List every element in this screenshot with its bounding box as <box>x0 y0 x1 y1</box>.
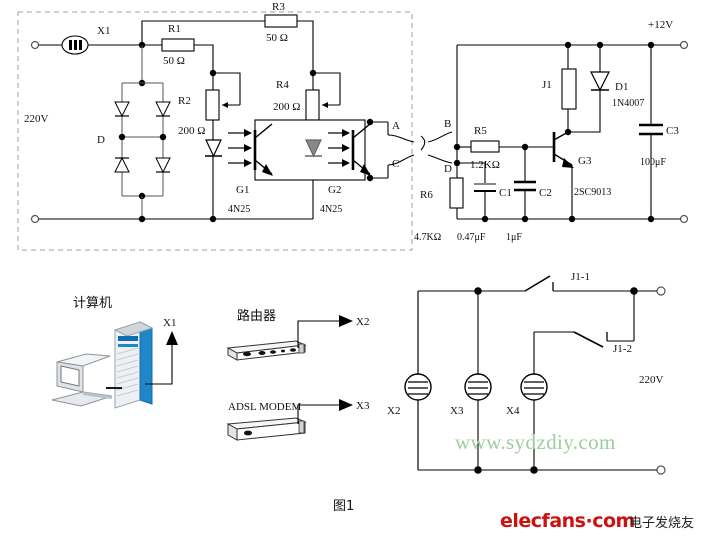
relay-contact-j1-2 <box>534 331 634 348</box>
modem-x3-label: X3 <box>356 400 370 412</box>
mains-220v-label: 220V <box>24 113 49 125</box>
brand-logo-latin: elecfans·com <box>500 510 635 532</box>
resistor-r4-value: 200 Ω <box>273 101 300 113</box>
break-squiggle <box>420 135 426 151</box>
wire-r1-to-r2 <box>194 44 214 73</box>
router-icon <box>226 340 307 361</box>
supply-12v-label: +12V <box>648 19 673 31</box>
router-x2-arrowhead <box>339 315 353 327</box>
modem-x3-arrowhead <box>339 399 353 411</box>
supply-terminal-positive <box>679 40 689 50</box>
wire-up-to-r3 <box>141 20 265 45</box>
transistor-g3 <box>521 131 574 219</box>
modem-icon <box>226 417 307 441</box>
wire-r3-to-r4 <box>297 20 314 73</box>
computer-x1-label: X1 <box>163 317 176 329</box>
outlet-x2-label: X2 <box>387 405 400 417</box>
modem-label: ADSL MODEM <box>228 401 301 413</box>
resistor-r1-ref: R1 <box>168 23 181 35</box>
capacitor-c1-ref: C1 <box>499 187 512 199</box>
optocoupler-g1 <box>205 119 366 219</box>
outlet-x2-symbol <box>404 291 432 470</box>
transistor-g3-value: 2SC9013 <box>574 187 611 198</box>
node-a-label: A <box>392 120 400 132</box>
outlet-220v-label: 220V <box>639 374 664 386</box>
junction-bottom-1 <box>138 215 146 223</box>
computer-x1-arrowhead <box>166 331 178 345</box>
diode-d1 <box>568 45 610 133</box>
optocoupler-g2-ref: G2 <box>328 184 341 196</box>
router-x2-label: X2 <box>356 316 369 328</box>
supply-terminal-ground <box>679 214 689 224</box>
computer-label: 计算机 <box>73 296 112 311</box>
laptop-icon <box>51 353 122 407</box>
resistor-r2-value: 200 Ω <box>178 125 205 137</box>
capacitor-c3 <box>639 45 663 219</box>
outlet-x3-symbol <box>464 291 492 470</box>
resistor-r3-value: 50 Ω <box>266 32 288 44</box>
optocoupler-g2 <box>305 118 389 182</box>
outlet-terminal-neutral <box>656 465 666 475</box>
diode-d1-value: 1N4007 <box>612 98 644 109</box>
potentiometer-r2 <box>205 72 241 150</box>
capacitor-c2-value: 1μF <box>506 232 522 243</box>
computer-x1-connector <box>145 345 173 385</box>
node-b-label: B <box>444 118 451 130</box>
relay-j1-ref: J1 <box>542 79 552 91</box>
optocoupler-g2-value: 4N25 <box>320 204 342 215</box>
resistor-r6-value: 4.7KΩ <box>414 232 441 243</box>
outlet-x4-label: X4 <box>506 405 520 417</box>
capacitor-c1-value: 0.47μF <box>457 232 486 243</box>
capacitor-c3-ref: C3 <box>666 125 679 137</box>
resistor-r4-ref: R4 <box>276 79 289 91</box>
router-x2-connector <box>297 320 343 348</box>
capacitor-c3-value: 100μF <box>640 157 666 168</box>
capacitor-c1 <box>457 162 496 219</box>
brand-logo-cn: 电子发烧友 <box>629 515 694 531</box>
bridge-rectifier-d <box>114 45 171 219</box>
optocoupler-g1-ref: G1 <box>236 184 249 196</box>
mains-terminal-live <box>30 40 40 50</box>
mains-terminal-neutral <box>30 214 40 224</box>
resistor-r3-body <box>264 14 298 28</box>
resistor-r1-value: 50 Ω <box>163 55 185 67</box>
computer-tower-icon <box>113 321 154 409</box>
resistor-r2-ref: R2 <box>178 95 191 107</box>
resistor-r1-body <box>161 38 195 52</box>
capacitor-c2 <box>514 147 536 219</box>
socket-x1-symbol <box>61 35 89 55</box>
resistor-r6-body <box>449 177 464 209</box>
outlet-x3-label: X3 <box>450 405 464 417</box>
capacitor-c2-ref: C2 <box>539 187 552 199</box>
node-d-label: D <box>444 163 452 175</box>
resistor-r6-ref: R6 <box>420 189 433 201</box>
resistor-r5-body <box>470 140 500 153</box>
diode-d1-ref: D1 <box>615 81 628 93</box>
relay-contact-j1-1 <box>524 275 554 292</box>
break-wire-b <box>427 131 453 143</box>
site-watermark: www.sydzdiy.com <box>455 430 616 454</box>
resistor-r5-ref: R5 <box>474 125 487 137</box>
break-wire-d <box>427 154 453 164</box>
router-label: 路由器 <box>237 308 276 324</box>
relay-j1-coil <box>561 68 577 110</box>
control-box-boundary <box>17 11 413 251</box>
modem-x3-connector <box>297 404 343 424</box>
resistor-r3-ref: R3 <box>272 1 285 13</box>
figure-caption: 图1 <box>333 499 354 514</box>
break-wire-c <box>387 154 415 166</box>
relay-contact-j1-2-label: J1-2 <box>613 343 632 355</box>
relay-contact-j1-1-label: J1-1 <box>571 271 590 283</box>
optocoupler-g1-value: 4N25 <box>228 204 250 215</box>
node-c-label: C <box>392 158 399 170</box>
break-wire-a <box>387 134 415 143</box>
outlet-x4-symbol <box>520 370 548 470</box>
bridge-d-label: D <box>97 134 105 146</box>
socket-x1-label: X1 <box>97 25 110 37</box>
outlet-terminal-live <box>656 286 666 296</box>
transistor-g3-ref: G3 <box>578 155 592 167</box>
